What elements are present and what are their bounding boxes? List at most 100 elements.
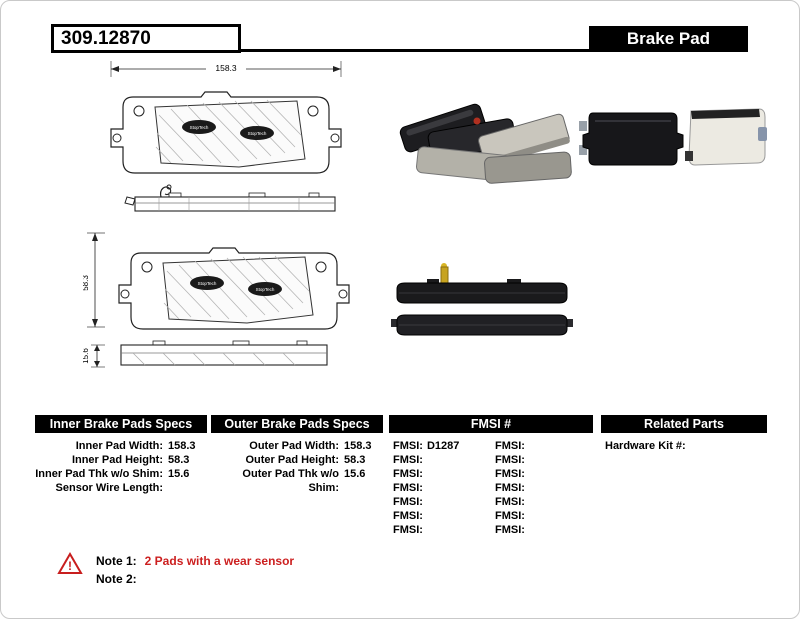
spec-label: Inner Pad Thk w/o Shim: [35,468,163,480]
fmsi-entry: FMSI: [389,509,491,523]
spec-value: 158.3 [344,440,372,452]
product-type: Brake Pad [626,29,711,48]
fmsi-row: FMSI: FMSI: [389,481,593,495]
fmsi-label: FMSI: [393,496,423,508]
note-1: Note 1: 2 Pads with a wear sensor [96,554,294,568]
photo-pad-pair [579,108,767,166]
spec-row: Outer Pad Thk w/o Shim: 15.6 [211,467,383,494]
fmsi-header-label: FMSI # [470,417,512,431]
product-type-box: Brake Pad [589,26,748,52]
fmsi-entry: FMSI: [491,509,593,523]
thickness-dimension: 15.6 [83,344,105,368]
outer-specs-header: Outer Brake Pads Specs [211,415,383,433]
inner-specs-header: Inner Brake Pads Specs [35,415,207,433]
related-parts-column: Hardware Kit #: [601,439,767,453]
sensor-dot [473,117,481,125]
fmsi-label: FMSI: [495,468,525,480]
inner-specs-column: Inner Pad Width: 158.3 Inner Pad Height:… [35,439,207,495]
abutment-clip [579,145,587,155]
spec-label: Sensor Wire Length: [55,482,163,494]
note-1-text: 2 Pads with a wear sensor [144,554,295,568]
fmsi-header: FMSI # [389,415,593,433]
brand-logo-oval [190,276,224,290]
spec-label: Inner Pad Width: [75,440,163,452]
brand-logo-text: StopTech [198,281,217,286]
fmsi-label: FMSI: [393,524,423,536]
brand-logo-oval [182,120,216,134]
fmsi-entry: FMSI: [491,495,593,509]
fmsi-entry: FMSI: [389,495,491,509]
wear-sensor-wire [160,186,172,198]
fmsi-value: D1287 [426,440,460,452]
abutment-clip [579,121,587,131]
thickness-dim-label: 15.6 [83,348,90,364]
spec-label: Outer Pad Thk w/o Shim: [242,468,339,494]
friction-hatch [163,255,310,320]
fmsi-label: FMSI: [393,454,423,466]
brand-logo-text: StopTech [248,131,267,136]
spec-value: 15.6 [344,468,366,480]
part-number-box: 309.12870 [51,24,241,53]
note-2: Note 2: [96,572,145,586]
spec-label: Outer Pad Width: [249,440,339,452]
fmsi-label: FMSI: [495,496,525,508]
wear-sensor [440,266,449,286]
drawing-front-view-2: 58.3 StopTech StopTech [83,232,350,330]
fmsi-entry: FMSI: [389,467,491,481]
pad-front-outline: StopTech StopTech [118,247,350,330]
spec-label: Inner Pad Height: [71,454,163,466]
spec-value: 158.3 [168,440,196,452]
pad-edge-body [120,344,328,366]
part-number: 309.12870 [61,27,151,49]
ceramic-pad-face [688,108,766,166]
fmsi-row: FMSI: FMSI: [389,509,593,523]
fmsi-label: FMSI: [495,454,525,466]
height-dimension: 58.3 [83,232,105,328]
fmsi-entry: FMSI:D1287 [389,439,491,453]
spec-value: 58.3 [344,454,366,466]
spec-value: 15.6 [168,468,190,480]
related-parts-header-label: Related Parts [644,417,724,431]
fmsi-entry: FMSI: [491,467,593,481]
inner-specs-header-label: Inner Brake Pads Specs [49,417,193,431]
pad-edge-body [134,196,336,212]
fmsi-row: FMSI: FMSI: [389,523,593,537]
related-row: Hardware Kit #: [601,439,767,453]
fmsi-label: FMSI: [393,440,423,452]
drawing-edge-view-2: 15.6 [83,340,328,368]
black-pad-back [582,112,684,166]
outer-specs-header-label: Outer Brake Pads Specs [224,417,370,431]
fmsi-label: FMSI: [495,482,525,494]
warning-exclamation: ! [68,559,72,573]
note-2-label: Note 2: [96,572,137,586]
brand-logo-oval [240,126,274,140]
header-rule [51,49,748,52]
spec-row: Outer Pad Width: 158.3 [211,439,383,453]
fmsi-label: FMSI: [393,482,423,494]
pad-front-outline: StopTech StopTech [110,91,342,174]
fmsi-label: FMSI: [393,510,423,522]
brand-logo-text: StopTech [190,125,209,130]
drawing-front-view-1: 158.3 StopTech StopTech [110,61,342,174]
spec-row: Inner Pad Thk w/o Shim: 15.6 [35,467,207,481]
note-1-label: Note 1: [96,554,137,568]
fmsi-entry: FMSI: [491,439,593,453]
fmsi-entry: FMSI: [389,523,491,537]
brand-logo-oval [248,282,282,296]
fmsi-row: FMSI:D1287 FMSI: [389,439,593,453]
fmsi-label: FMSI: [495,440,525,452]
pad-clip [758,127,767,141]
related-parts-header: Related Parts [601,415,767,433]
related-label: Hardware Kit #: [605,440,686,452]
fmsi-label: FMSI: [495,510,525,522]
spec-row: Inner Pad Height: 58.3 [35,453,207,467]
width-dimension: 158.3 [110,61,342,77]
spec-row: Sensor Wire Length: [35,481,207,495]
fmsi-label: FMSI: [495,524,525,536]
brand-logo-text: StopTech [256,287,275,292]
fmsi-entry: FMSI: [389,481,491,495]
fmsi-label: FMSI: [393,468,423,480]
height-dim-label: 58.3 [83,275,90,291]
fmsi-entry: FMSI: [491,481,593,495]
